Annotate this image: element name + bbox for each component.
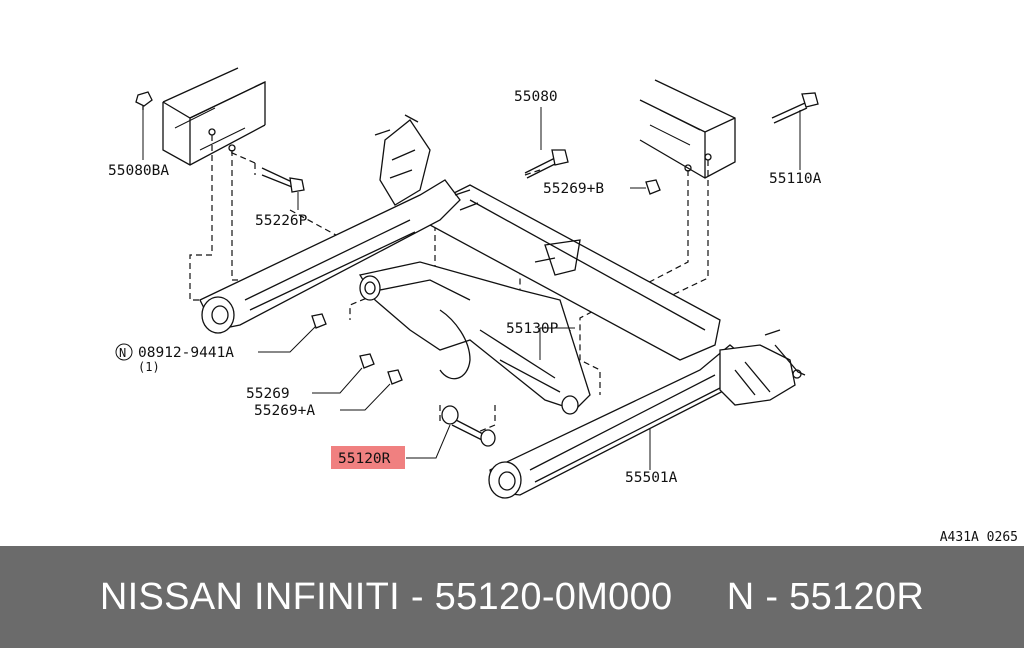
lateral-link-55120r [441, 405, 496, 447]
diagram-code: A431A 0265 [939, 530, 1018, 545]
footer-banner: NISSAN INFINITI - 55120-0M000 N - 55120R [0, 546, 1024, 648]
circled-n-mark: N [119, 346, 126, 360]
rear-subframe [358, 184, 721, 415]
label-08912-group: N 08912-9441A (1) [115, 343, 234, 374]
label-55226p: 55226P [255, 213, 308, 229]
label-55080ba: 55080BA [108, 163, 169, 179]
parts-diagram: 55080 55080BA 55226P 55269+B 55110A N 08… [108, 67, 822, 499]
left-lower-arm [199, 114, 461, 334]
label-55269b: 55269+B [543, 181, 604, 197]
label-55120r: 55120R [338, 451, 391, 467]
label-55269a: 55269+A [254, 403, 315, 419]
highlight-box [331, 446, 405, 469]
label-55080: 55080 [514, 89, 558, 105]
leader-lines [142, 107, 801, 470]
label-55110a: 55110A [769, 171, 822, 187]
label-55130p: 55130P [506, 321, 559, 337]
label-55501a: 55501A [625, 470, 678, 486]
label-08912-qty: (1) [138, 360, 160, 374]
label-55269: 55269 [246, 386, 290, 402]
left-body-rail [162, 67, 266, 166]
right-lower-arm [488, 329, 806, 499]
label-55120r-highlighted: 55120R [331, 446, 405, 469]
right-body-rail [639, 79, 736, 179]
fasteners [135, 91, 819, 385]
label-08912: 08912-9441A [138, 345, 234, 361]
footer-part-number-text: NISSAN INFINITI - 55120-0M000 N - 55120R [99, 575, 925, 618]
